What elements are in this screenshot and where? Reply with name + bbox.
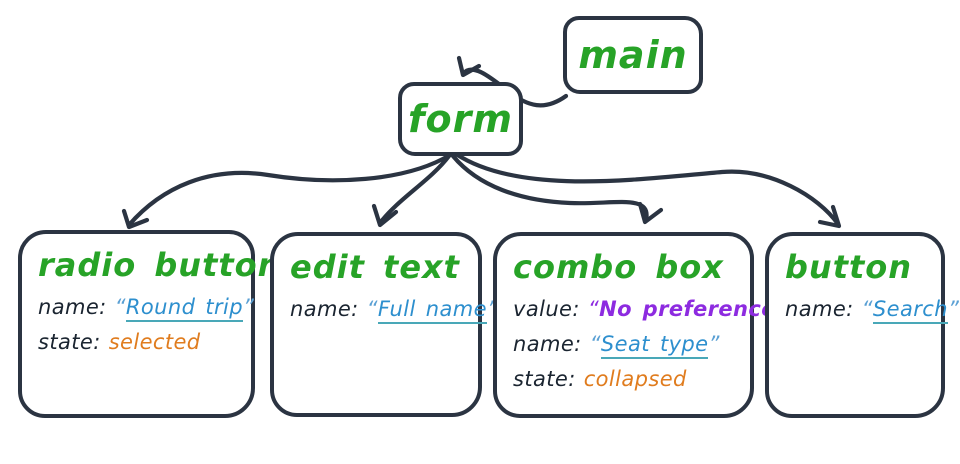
field-row-state: state: collapsed bbox=[513, 367, 734, 391]
node-main-title: main bbox=[578, 33, 688, 77]
open-quote: “ bbox=[366, 297, 378, 322]
node-button-title: button bbox=[785, 248, 913, 286]
field-value-state: selected bbox=[108, 330, 201, 355]
edge-main-form-arrowhead-icon bbox=[456, 55, 482, 78]
close-quote: ” bbox=[243, 295, 255, 320]
open-quote: “ bbox=[587, 297, 600, 322]
field-row-name: name: “Round trip” bbox=[38, 295, 254, 323]
field-value-name: Search bbox=[872, 297, 948, 325]
open-quote: “ bbox=[589, 332, 601, 357]
field-value-name: Full name bbox=[377, 297, 487, 325]
close-quote: ” bbox=[947, 297, 960, 322]
edge-form-radio-button bbox=[126, 152, 453, 228]
field-label: name: bbox=[785, 297, 854, 322]
field-row-state: state: selected bbox=[38, 330, 235, 354]
open-quote: “ bbox=[114, 295, 126, 320]
node-button: button name: “Search” bbox=[765, 232, 959, 418]
field-row-value: value:“No preference” bbox=[513, 297, 787, 322]
field-value-name: Round trip bbox=[125, 295, 244, 323]
node-radio-button-title: radio button bbox=[38, 246, 282, 284]
field-label: name: bbox=[38, 295, 107, 320]
close-quote: ” bbox=[487, 297, 498, 321]
field-row-name: name: “Seat type” bbox=[513, 332, 734, 360]
edge-form-edit-text-arrowhead-icon bbox=[371, 203, 399, 228]
node-combo-box: combo box value:“No preference” name:“Se… bbox=[493, 232, 787, 418]
field-label: value: bbox=[513, 297, 580, 322]
field-label: name: bbox=[513, 332, 582, 357]
field-row-name: name: “Full name” bbox=[290, 297, 498, 325]
node-combo-box-title: combo box bbox=[513, 248, 724, 286]
field-value-value: No preference bbox=[599, 297, 776, 322]
edge-form-button-arrowhead-icon bbox=[817, 204, 842, 229]
node-main: main bbox=[563, 16, 703, 94]
open-quote: “ bbox=[861, 297, 873, 322]
close-quote: ” bbox=[708, 332, 720, 357]
node-edit-text-title: edit text bbox=[290, 248, 460, 286]
field-value-state: collapsed bbox=[583, 367, 687, 392]
edge-form-button bbox=[453, 151, 841, 227]
edge-form-edit-text bbox=[377, 153, 452, 226]
edge-form-combo-box-arrowhead-icon bbox=[637, 201, 664, 225]
edge-form-radio-button-arrowhead-icon bbox=[121, 208, 150, 230]
field-label: name: bbox=[290, 297, 359, 322]
node-form: form bbox=[398, 82, 523, 156]
field-value-name: Seat type bbox=[600, 332, 709, 360]
field-row-name: name: “Search” bbox=[785, 297, 959, 325]
node-edit-text: edit text name: “Full name” bbox=[270, 232, 498, 417]
node-radio-button: radio button name: “Round trip” state: sel… bbox=[18, 230, 282, 418]
field-label: state: bbox=[513, 367, 576, 392]
field-label: state: bbox=[38, 330, 101, 355]
node-form-title: form bbox=[408, 97, 513, 141]
